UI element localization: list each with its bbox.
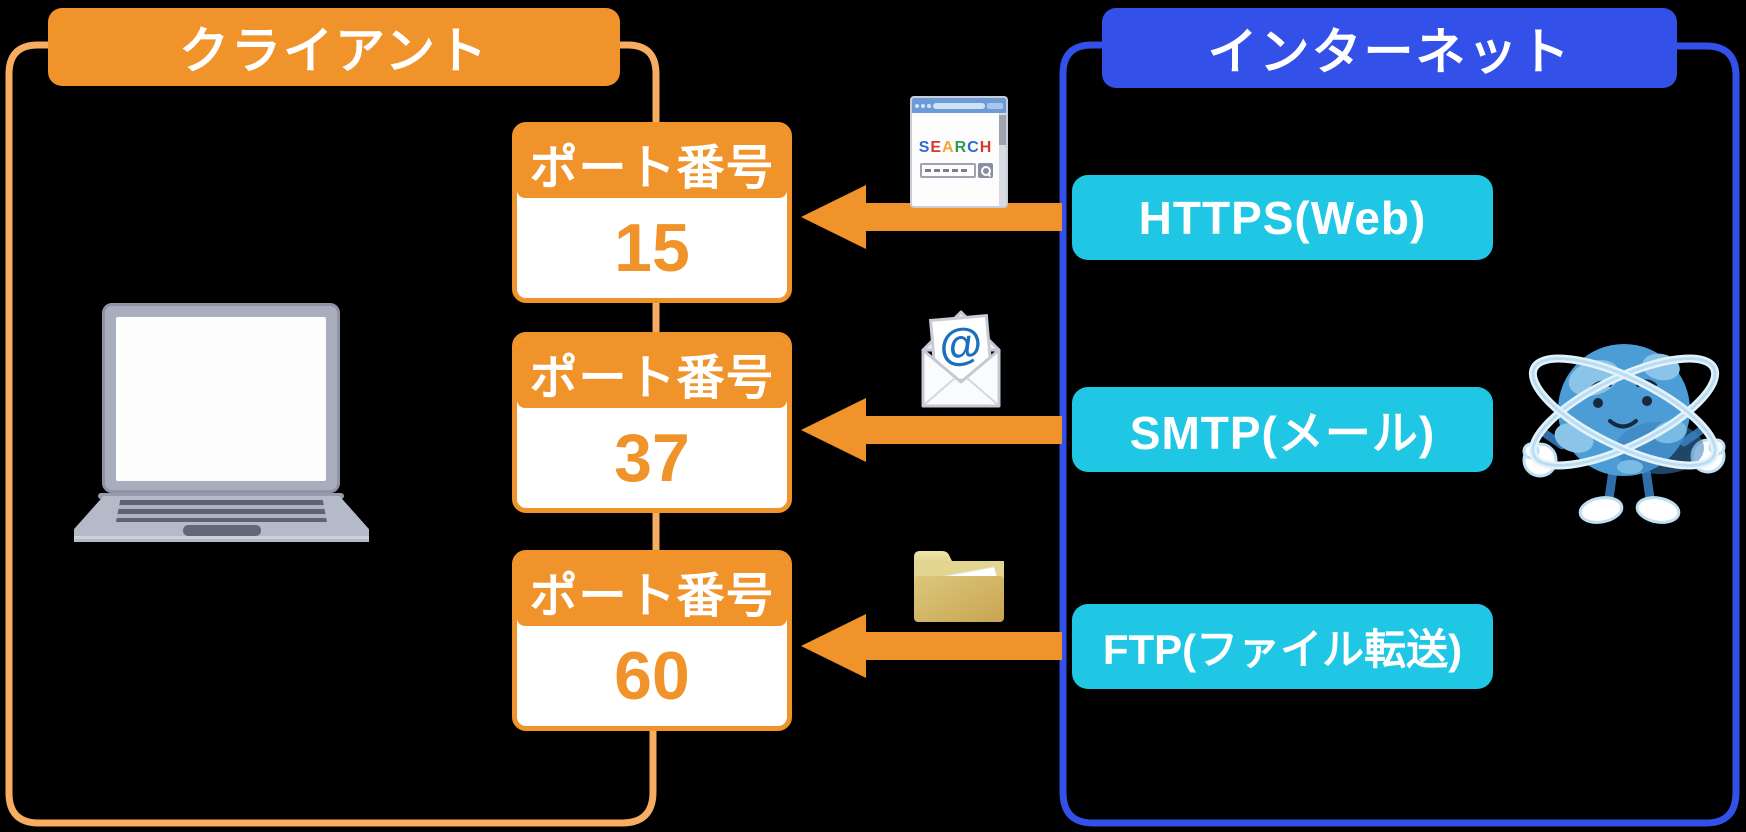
arrow-smtp-icon [801, 398, 1062, 462]
search-letter: C [967, 139, 980, 156]
search-logo: SEARCH [912, 139, 999, 157]
at-symbol: @ [937, 318, 984, 371]
search-input-dashes [925, 169, 967, 172]
port-box-60: ポート番号 60 [512, 550, 792, 731]
port-box-label: ポート番号 [529, 351, 775, 405]
magnifier-icon [981, 166, 991, 176]
service-label: FTP(ファイル転送) [1102, 626, 1463, 673]
browser-forward-icon [921, 103, 925, 108]
search-letter: A [942, 139, 955, 156]
port-box-37: ポート番号 37 [512, 332, 792, 513]
client-container-border [5, 41, 660, 827]
port-number-value: 60 [614, 638, 690, 714]
internet-globe-character [1522, 344, 1726, 524]
search-bar [920, 163, 993, 178]
port-box-header: ポート番号 [517, 127, 787, 198]
arrow-ftp-icon [801, 614, 1062, 678]
browser-scrollbar [999, 113, 1006, 206]
laptop-front-edge [74, 536, 369, 539]
client-section-header: クライアント [48, 8, 620, 86]
folder-icon [914, 551, 1004, 622]
browser-titlebar [912, 98, 1006, 113]
port-box-15: ポート番号 15 [512, 122, 792, 303]
search-button [978, 163, 993, 178]
port-box-header: ポート番号 [517, 555, 787, 626]
service-label: SMTP(メール) [1129, 406, 1436, 459]
port-box-header: ポート番号 [517, 337, 787, 408]
browser-address-bar [933, 102, 985, 109]
globe-left-eye [1593, 398, 1603, 408]
folder-front [914, 576, 1004, 622]
service-box-smtp: SMTP(メール) [1072, 387, 1493, 472]
globe-legs [1578, 469, 1681, 524]
search-letter: R [954, 139, 968, 156]
globe-planet [1554, 344, 1704, 476]
browser-page: SEARCH [912, 113, 1006, 206]
browser-search-icon: SEARCH [910, 96, 1008, 208]
envelope-creases [924, 377, 998, 405]
globe-right-eye [1642, 396, 1652, 406]
arrow-https-icon [801, 185, 1062, 249]
search-letter: H [979, 139, 993, 156]
laptop-illustration [74, 300, 369, 542]
search-input [920, 163, 976, 178]
service-label: HTTPS(Web) [1138, 191, 1427, 244]
port-box-label: ポート番号 [529, 141, 775, 195]
port-number-value: 15 [614, 210, 690, 286]
search-letter: S [918, 139, 931, 156]
internet-section-header: インターネット [1102, 8, 1677, 88]
service-box-https: HTTPS(Web) [1072, 175, 1493, 260]
port-box-label: ポート番号 [529, 569, 775, 623]
laptop-display [116, 317, 326, 481]
globe-orbit-rings [1528, 354, 1720, 470]
browser-scrollbar-thumb [999, 115, 1006, 145]
laptop-touchpad [182, 525, 261, 536]
browser-reload-icon [927, 103, 931, 108]
laptop-base [74, 496, 369, 542]
internet-container-border [1059, 41, 1740, 827]
laptop-screen [102, 303, 340, 493]
browser-back-icon [915, 103, 919, 108]
browser-tab [987, 102, 1003, 109]
service-box-ftp: FTP(ファイル転送) [1072, 604, 1493, 689]
magnifier-handle [986, 172, 992, 178]
email-icon: @ [921, 310, 1001, 408]
port-number-value: 37 [614, 420, 690, 496]
internet-section-title: インターネット [1207, 24, 1572, 80]
laptop-keyboard [116, 500, 327, 522]
search-letter: E [930, 139, 943, 156]
flow-arrows [801, 185, 1062, 678]
client-section-title: クライアント [179, 23, 489, 79]
envelope-body [921, 348, 1001, 408]
